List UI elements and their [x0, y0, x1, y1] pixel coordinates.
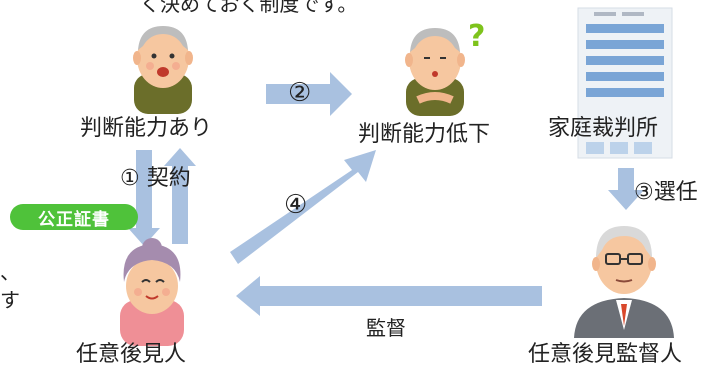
- step-label-select: ③選任: [634, 180, 698, 205]
- elderly-man-capable-icon: [133, 26, 193, 114]
- arrow-step4: [230, 150, 376, 264]
- arrow-contract-down: [128, 150, 160, 246]
- header-fragment: く決めておく制度です。: [140, 0, 358, 16]
- node-label-guardian: 任意後見人: [76, 342, 187, 367]
- arrow-step2: [266, 72, 352, 116]
- node-label-principal-declined: 判断能力低下: [358, 122, 491, 147]
- arrow-step3: [608, 168, 644, 210]
- court-building-icon: [577, 7, 673, 159]
- svg-text:?: ?: [468, 19, 485, 54]
- node-label-court: 家庭裁判所: [548, 116, 659, 141]
- supervise-label: 監督: [366, 316, 406, 340]
- side-fragment-2: す: [0, 288, 20, 312]
- step-label-2: ②: [288, 78, 312, 108]
- step-label-contract: ① 契約: [120, 166, 191, 191]
- elderly-man-declined-icon: ?: [405, 19, 485, 116]
- guardian-woman-icon: [120, 238, 184, 346]
- arrow-supervise: [236, 276, 542, 316]
- step-label-4: ④: [284, 190, 308, 220]
- node-label-supervisor: 任意後見監督人: [528, 342, 683, 367]
- node-label-principal-capable: 判断能力あり: [80, 116, 213, 141]
- supervisor-man-icon: [574, 226, 674, 338]
- arrow-contract-up: [164, 148, 196, 244]
- side-fragment-1: 、: [0, 260, 20, 284]
- notarial-deed-badge: 公正証書: [10, 204, 138, 230]
